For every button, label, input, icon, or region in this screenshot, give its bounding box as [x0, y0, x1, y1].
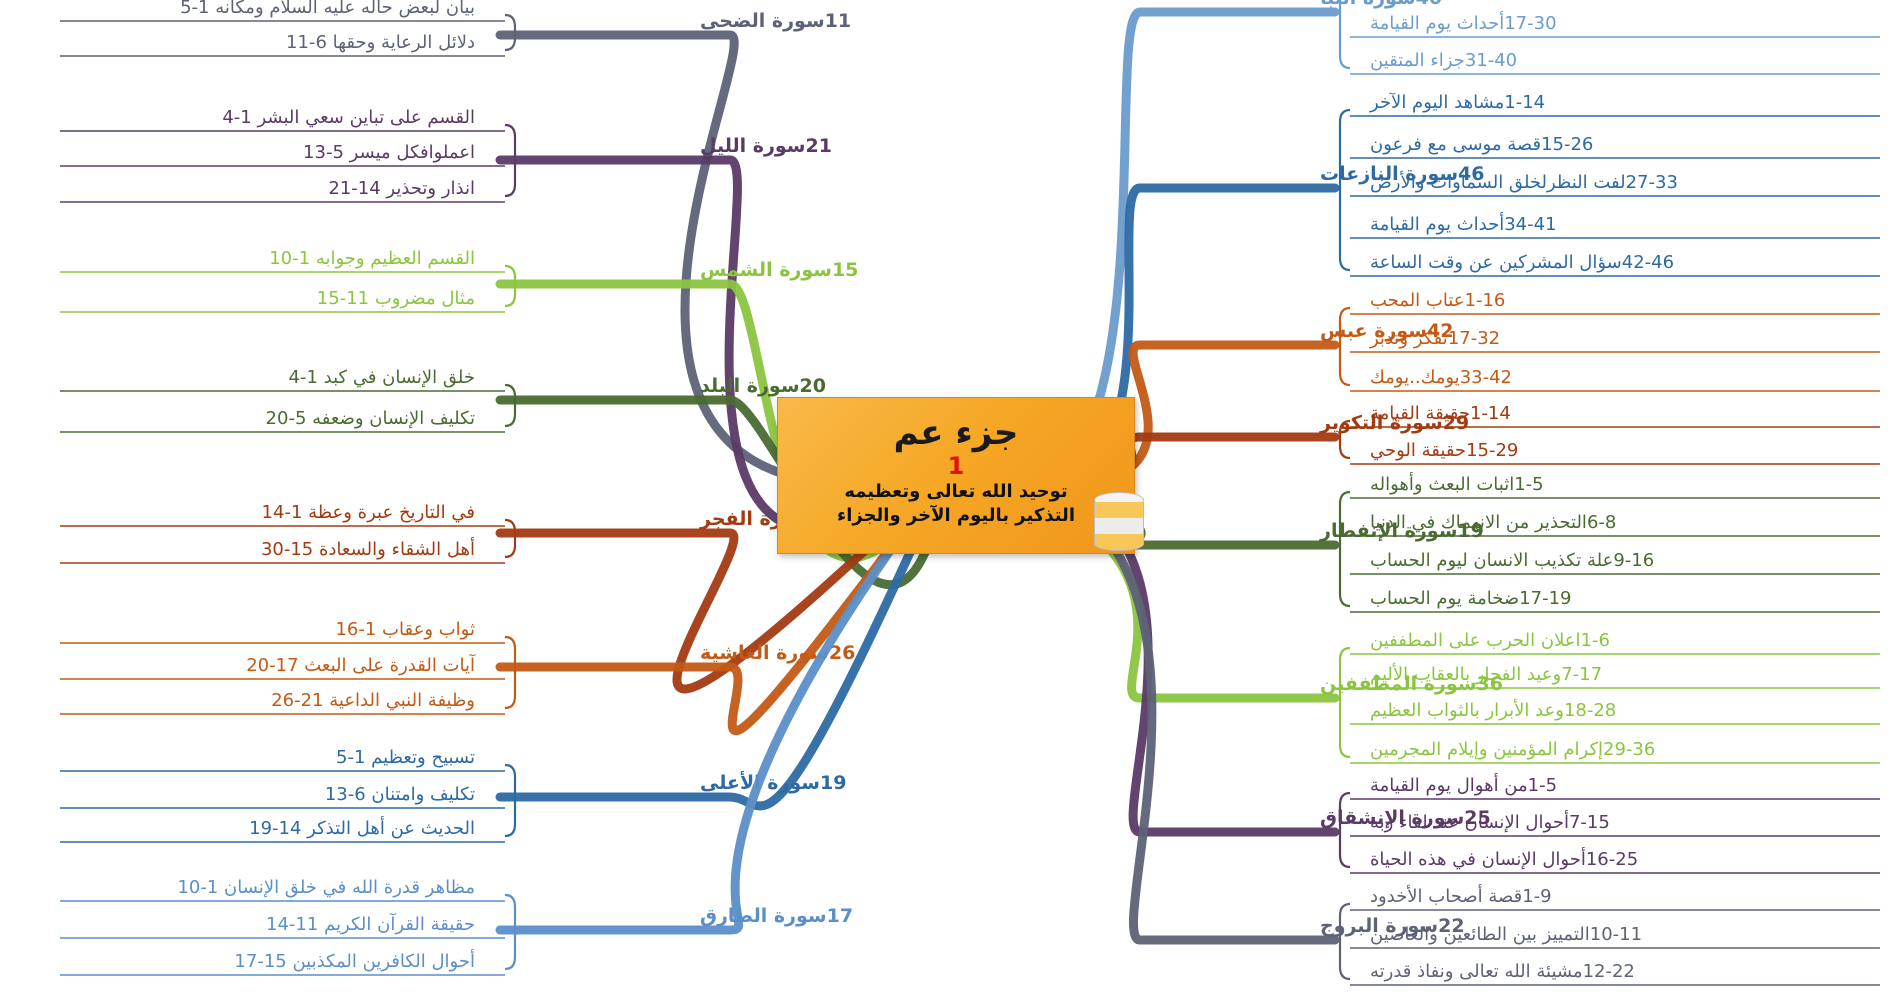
branch-label[interactable]: 22سورة البروج: [1320, 915, 1465, 937]
item-text: 34-41أحداث يوم القيامة: [1370, 212, 1557, 235]
item-text: 17-32تفكر وتدبر: [1369, 328, 1500, 349]
item-bracket: [504, 13, 517, 52]
item-bracket: [504, 383, 517, 428]
item-text: 1-6اعلان الحرب على المطففين: [1370, 630, 1610, 651]
item-text: 1-5من أهوال يوم القيامة: [1370, 773, 1557, 796]
branch-label[interactable]: 11سورة الضحى: [700, 10, 851, 32]
item-bracket: [1338, 108, 1351, 272]
branch-label[interactable]: 40سورة النبأ: [1320, 0, 1442, 9]
item-text: في التاريخ عبرة وعظة 1-14: [262, 502, 475, 523]
item-text: 16-25أحوال الإنسان في هذه الحياة: [1370, 847, 1638, 870]
branch-connector: [495, 470, 950, 935]
center-number: 1: [947, 452, 965, 480]
item-bracket: [504, 635, 517, 710]
item-text: تكليف وامتنان 6-13: [325, 784, 475, 805]
item-text: تسبيح وتعظيم 1-5: [336, 747, 475, 768]
branch-label[interactable]: 17سورة الطارق: [700, 905, 853, 927]
item-bracket: [504, 518, 517, 559]
item-text: حقيقة القرآن الكريم 11-14: [266, 912, 475, 935]
item-bracket: [1338, 419, 1351, 460]
item-bracket: [1338, 0, 1351, 70]
item-text: 9-16علة تكذيب الانسان ليوم الحساب: [1370, 550, 1654, 571]
item-bracket: [504, 763, 517, 838]
item-text: 17-30أحداث يوم القيامة: [1370, 11, 1557, 34]
item-text: القسم على تباين سعي البشر 1-4: [222, 107, 475, 128]
branch-label[interactable]: 19سورة الأعلى: [700, 771, 846, 794]
item-text: مثال مضروب 11-15: [317, 288, 475, 309]
item-text: 7-15أحوال الإنسان عند لقاء ربه: [1370, 810, 1610, 833]
item-bracket: [1338, 646, 1351, 759]
item-bracket: [1338, 490, 1351, 608]
item-bracket: [504, 264, 517, 308]
branch-label[interactable]: 25سورة الإنشقاق: [1320, 807, 1491, 829]
item-text: 18-28وعد الأبرار بالثواب العظيم: [1370, 699, 1616, 721]
item-text: 31-40جزاء المتقين: [1370, 50, 1517, 71]
branch-label[interactable]: 42سورة عبس: [1320, 320, 1453, 342]
item-text: اعملوافكل ميسر 5-13: [303, 142, 475, 163]
item-text: 15-26قصة موسى مع فرعون: [1370, 134, 1593, 155]
item-bracket: [1338, 902, 1351, 981]
center-line-1: توحيد الله تعالى وتعظيمه: [844, 481, 1068, 502]
center-title: جزء عم: [893, 413, 1019, 453]
branch-label[interactable]: 20سورة البلد: [700, 375, 826, 397]
item-text: 33-42يومك..يومك: [1370, 367, 1512, 388]
item-text: 1-5اثبات البعث وأهواله: [1370, 472, 1544, 495]
item-text: 6-8التحذير من الانهماك في الدنيا: [1370, 512, 1616, 533]
item-text: انذار وتحذير 14-21: [328, 178, 475, 199]
item-text: 29-36إكرام المؤمنين وإيلام المجرمين: [1370, 739, 1655, 760]
item-text: ثواب وعقاب 1-16: [335, 619, 475, 640]
item-text: الحديث عن أهل التذكر 14-19: [249, 816, 475, 839]
center-line-2: التذكير باليوم الآخر والجزاء: [837, 505, 1075, 526]
item-text: 7-17وعيد الفجار بالعقاب الأليم: [1370, 663, 1602, 685]
item-text: 1-9قصة أصحاب الأخدود: [1370, 884, 1552, 907]
item-text: آيات القدرة على البعث 17-20: [246, 653, 476, 676]
item-text: 12-22مشيئة الله تعالى ونفاذ قدرته: [1370, 961, 1635, 982]
item-text: دلائل الرعاية وحقها 6-11: [286, 32, 475, 53]
center-node: جزء عم 1 توحيد الله تعالى وتعظيمه التذكي…: [777, 397, 1135, 554]
item-text: مظاهر قدرة الله في خلق الإنسان 1-10: [177, 877, 475, 898]
branch-label[interactable]: 36سورة المطففين: [1320, 673, 1503, 695]
branch-connector: [495, 470, 950, 736]
branch-label[interactable]: 15سورة الشمس: [700, 259, 858, 281]
item-text: 10-11التمييز بين الطائعين والعاصين: [1370, 924, 1642, 945]
item-text: القسم العظيم وجوابه 1-10: [269, 248, 475, 269]
item-text: خلق الإنسان في كبد 1-4: [289, 367, 475, 388]
branch-label[interactable]: 29سورة التكوير: [1319, 412, 1469, 434]
item-text: وظيفة النبي الداعية 21-26: [271, 690, 475, 711]
item-text: أهل الشقاء والسعادة 15-30: [261, 537, 475, 560]
item-text: 17-19ضخامة يوم الحساب: [1370, 588, 1571, 609]
item-text: أحوال الكافرين المكذبين 15-17: [234, 949, 475, 972]
item-bracket: [1338, 791, 1351, 869]
item-text: 1-14مشاهد اليوم الآخر: [1369, 91, 1545, 113]
branch-connector: [495, 470, 950, 811]
item-text: 1-16عتاب المحب: [1370, 290, 1505, 311]
branch-label[interactable]: 21سورة الليل: [700, 135, 832, 157]
item-text: 42-46سؤال المشركين عن وقت الساعة: [1370, 252, 1674, 273]
item-text: تكليف الإنسان وضعفه 5-20: [266, 408, 475, 429]
item-bracket: [504, 893, 517, 971]
item-text: 15-29حقيقة الوحي: [1370, 440, 1518, 461]
item-text: 27-33لفت النظرلخلق السماوات والأرض: [1370, 171, 1678, 193]
database-icon: [1094, 492, 1144, 562]
item-text: 1-14حقيقة القيامة: [1370, 403, 1511, 424]
item-text: بيان لبعض حاله عليه السلام ومكانه 1-5: [180, 0, 475, 18]
item-bracket: [1338, 306, 1351, 387]
branch-label[interactable]: 46سورة النازعات: [1320, 163, 1485, 185]
item-bracket: [504, 123, 517, 198]
